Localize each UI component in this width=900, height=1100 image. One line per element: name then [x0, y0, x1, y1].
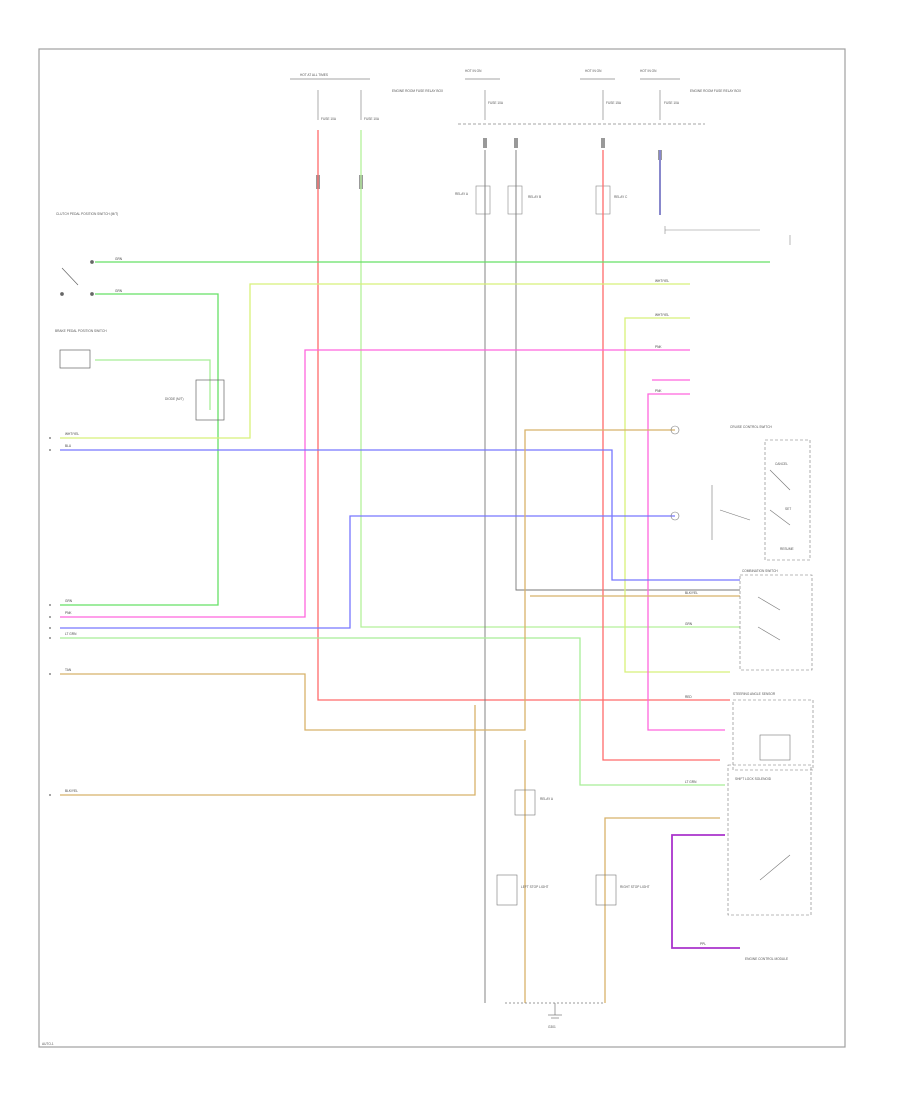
combination-switch: [739, 574, 813, 671]
relay-b-label: RELAY B: [528, 195, 541, 199]
wire-label-grn-top: GRN: [115, 257, 123, 261]
fuse-mid-label: FUSE 10A: [488, 101, 504, 105]
wire-pink-2: [647, 393, 725, 731]
wire-label-blk-yel-right: BLK/YEL: [685, 591, 698, 595]
wire-label-blu-left: BLU: [65, 444, 72, 448]
hot-at-all-times-label: HOT AT ALL TIMES: [300, 73, 328, 77]
clutch-switch: [60, 260, 94, 296]
wire-label-ppl: PPL: [700, 942, 706, 946]
relay-c-label: RELAY C: [614, 195, 628, 199]
brake-switch: [59, 349, 91, 369]
ground-symbol: [548, 1003, 562, 1019]
relay-a-label: RELAY A: [455, 192, 469, 196]
wire-light-green-2: [60, 637, 725, 786]
wire-yellow-green-2: [624, 317, 730, 673]
wire-label-pnk-right-2: PNK: [655, 389, 662, 393]
steering-angle-sensor: [732, 699, 814, 771]
wire-green-3: [95, 359, 211, 410]
wire-blue: [60, 449, 740, 581]
cruise-control-switch: [670, 425, 811, 561]
fuse-right-1-label: FUSE 15A: [606, 101, 622, 105]
cruise-control-switch-label: CRUISE CONTROL SWITCH: [730, 425, 773, 429]
wire-pink: [60, 349, 690, 618]
fuse-left-2-label: FUSE 10A: [364, 117, 380, 121]
clutch-switch-label: CLUTCH PEDAL POSITION SWITCH (M/T): [56, 212, 118, 216]
shift-lock-solenoid: [727, 764, 812, 916]
left-stop-light-label: LEFT STOP LIGHT: [521, 885, 549, 889]
combination-switch-label: COMBINATION SWITCH: [742, 569, 778, 573]
brake-switch-label: BRAKE PEDAL POSITION SWITCH: [55, 329, 107, 333]
wire-label-ltgrn-right: LT GRN: [685, 780, 697, 784]
cancel-label: CANCEL: [775, 462, 788, 466]
ecm-label: ENGINE CONTROL MODULE: [745, 957, 788, 961]
wire-label-pnk-right: PNK: [655, 345, 662, 349]
wire-label-pnk-left: PNK: [65, 611, 72, 615]
footer-code: AUTO-1: [42, 1042, 54, 1046]
wire-purple: [671, 834, 740, 949]
wire-label-wht-yel-right: WHT/YEL: [655, 279, 669, 283]
hot-in-on-label-2: HOT IN ON: [585, 69, 602, 73]
wire-tan-1: [60, 429, 675, 731]
wire-label-wht-yel: WHT/YEL: [65, 432, 79, 436]
wire-label-wht-yel-right-2: WHT/YEL: [655, 313, 669, 317]
shift-lock-label: SHIFT LOCK SOLENOID: [735, 777, 772, 781]
top-connector-pins: [316, 138, 662, 189]
wire-label-red-right: RED: [685, 695, 692, 699]
wire-light-green-main: [360, 130, 740, 628]
stop-lights: [496, 789, 617, 906]
center-relays: [475, 185, 611, 215]
hot-in-on-label-1: HOT IN ON: [465, 69, 482, 73]
diode-label: DIODE (M/T): [165, 397, 184, 401]
wire-label-ltgrn-left: LT GRN: [65, 632, 77, 636]
wire-red-main: [317, 130, 730, 701]
diagram-frame: [38, 48, 846, 1048]
right-stop-light-label: RIGHT STOP LIGHT: [620, 885, 650, 889]
hot-in-on-label-3: HOT IN ON: [640, 69, 657, 73]
left-connector-marks: [49, 437, 51, 796]
fuse-left-1-label: FUSE 10A: [321, 117, 337, 121]
relay-lower-label: RELAY A: [540, 797, 554, 801]
wire-label-grn-right: GRN: [685, 622, 693, 626]
right-top-connector: [664, 226, 791, 245]
wire-tan-2: [60, 705, 476, 796]
top-power-section: [290, 78, 705, 125]
wire-label-grn-2: GRN: [115, 289, 123, 293]
wire-red-2: [602, 150, 720, 761]
fuse-right-2-label: FUSE 10A: [664, 101, 680, 105]
wire-label-grn-left: GRN: [65, 599, 73, 603]
diode: [195, 379, 225, 421]
wire-label-blk-yel: BLK/YEL: [65, 789, 78, 793]
wire-dark-2: [515, 150, 740, 591]
wire-tan-4: [604, 817, 720, 1003]
steering-angle-sensor-label: STEERING ANGLE SENSOR: [733, 692, 776, 696]
set-label: SET: [785, 507, 791, 511]
resume-label: RESUME: [780, 547, 794, 551]
relay-box-label: ENGINE ROOM FUSE RELAY BOX: [392, 89, 444, 93]
wire-yellow-green: [60, 283, 690, 439]
ground-label: G301: [548, 1025, 556, 1029]
wire-label-tan-left: TAN: [65, 668, 72, 672]
wire-blue-2: [60, 515, 675, 629]
relay-box-right-label: ENGINE ROOM FUSE RELAY BOX: [690, 89, 742, 93]
wires: [60, 130, 770, 1004]
